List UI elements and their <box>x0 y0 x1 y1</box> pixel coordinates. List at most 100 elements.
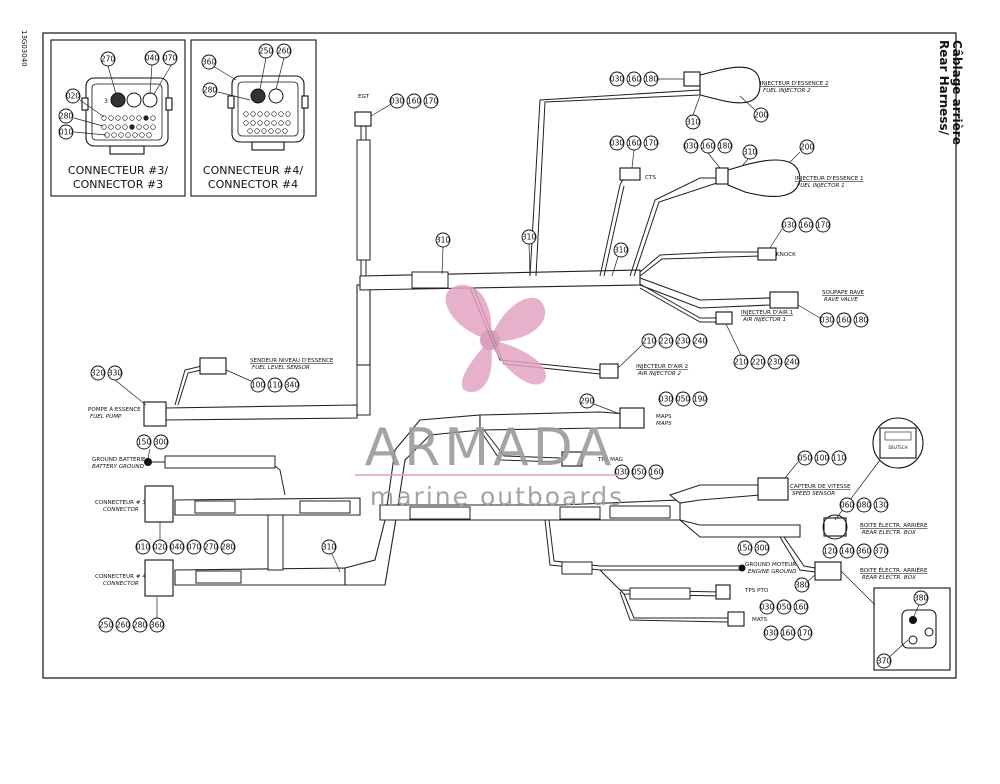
svg-text:160: 160 <box>627 75 642 84</box>
harness-trunks <box>150 89 816 623</box>
svg-text:290: 290 <box>580 397 595 406</box>
connector4-inset: 360 250 260 280 CONNECTEUR #4/ CONNECTOR… <box>190 39 317 197</box>
callout-bubble: 270 <box>100 51 116 67</box>
svg-text:310: 310 <box>322 543 337 552</box>
fuel-pump-en: FUEL PUMP <box>90 414 122 420</box>
svg-text:160: 160 <box>407 97 422 106</box>
battery-ground-en: BATTERY GROUND <box>92 464 145 470</box>
rear-ecu-1-fr: BOITE ÉLECTR. ARRIÈRE <box>860 521 928 529</box>
svg-text:140: 140 <box>840 547 855 556</box>
ref-bubble: 380 <box>794 577 810 593</box>
svg-text:100: 100 <box>815 454 830 463</box>
connector3-inset: 3 270 040 070 020 280 010 CONNECTEUR #3/… <box>50 39 186 197</box>
svg-text:160: 160 <box>794 603 809 612</box>
engine-ground-en: ENGINE GROUND <box>748 569 797 575</box>
fuel-injector-1-callout: 030 <box>683 138 699 154</box>
watermark-tagline: marine outboards <box>370 482 624 511</box>
svg-text:160: 160 <box>781 629 796 638</box>
mats-label: MATS <box>752 617 768 623</box>
svg-text:250: 250 <box>99 621 114 630</box>
svg-text:190: 190 <box>693 395 708 404</box>
svg-text:380: 380 <box>795 581 810 590</box>
svg-text:050: 050 <box>798 454 813 463</box>
speed-sensor-callout: 110 <box>831 450 847 466</box>
connector3-main-callout: 280 <box>220 539 236 555</box>
title-line2: Câblage arrière <box>950 40 964 145</box>
svg-text:360: 360 <box>150 621 165 630</box>
svg-text:030: 030 <box>615 468 630 477</box>
svg-text:150: 150 <box>738 544 753 553</box>
map-callout: 190 <box>692 391 708 407</box>
fuel-injector-1-fr: INJECTEUR D'ESSENCE 1 <box>795 176 864 182</box>
air-injector-1-fr: INJECTEUR D'AIR 1 <box>741 310 794 316</box>
fuel-level-callout: 110 <box>267 377 283 393</box>
connector3-main-callout: 270 <box>203 539 219 555</box>
harness-ref-bubble: 310 <box>521 229 537 245</box>
air-injector-1-callout: 240 <box>784 354 800 370</box>
deutsch-label: DEUTSCH <box>888 445 907 450</box>
svg-text:380: 380 <box>914 594 929 603</box>
svg-text:310: 310 <box>686 118 701 127</box>
svg-text:010: 010 <box>136 543 151 552</box>
speed-sensor-callout: 050 <box>797 450 813 466</box>
rear-ecu-2-fr: BOITE ÉLECTR. ARRIÈRE <box>860 566 928 574</box>
air-injector-2-callout: 230 <box>675 333 691 349</box>
fuel-injector-1-callout: 180 <box>717 138 733 154</box>
battery-ground-callout: 300 <box>153 434 169 450</box>
callout-bubble: 280 <box>58 108 74 124</box>
air-injector-2-callout: 240 <box>692 333 708 349</box>
svg-text:030: 030 <box>782 221 797 230</box>
callout-bubble: 380 <box>913 590 929 606</box>
connector4-main-en: CONNECTOR <box>103 581 139 587</box>
fuel-injector-1-en: FUEL INJECTOR 1 <box>797 183 845 189</box>
svg-text:030: 030 <box>764 629 779 638</box>
svg-text:260: 260 <box>277 47 292 56</box>
speed-sensor-fr: CAPTEUR DE VITESSE <box>790 484 851 490</box>
connector3-main-fr: CONNECTEUR # 3 <box>95 500 146 506</box>
svg-text:030: 030 <box>820 316 835 325</box>
svg-text:260: 260 <box>116 621 131 630</box>
tps-mag-callout: 050 <box>631 464 647 480</box>
svg-text:170: 170 <box>424 97 439 106</box>
svg-text:040: 040 <box>170 543 185 552</box>
svg-text:080: 080 <box>857 501 872 510</box>
callout-bubble: 370 <box>876 653 892 669</box>
fuel-injector-2-en: FUEL INJECTOR 2 <box>763 88 811 94</box>
rear-ecu-1-callout: 130 <box>873 497 889 513</box>
svg-text:030: 030 <box>684 142 699 151</box>
connector4-main-callout: 360 <box>149 617 165 633</box>
ref-bubble: 200 <box>753 107 769 123</box>
svg-text:180: 180 <box>644 75 659 84</box>
inset3-pin-label: 3 <box>104 98 108 105</box>
connector4-main-callout: 260 <box>115 617 131 633</box>
svg-text:340: 340 <box>285 381 300 390</box>
tps-pto-callout: 160 <box>793 599 809 615</box>
diagram-frame <box>42 32 957 679</box>
svg-text:370: 370 <box>874 547 889 556</box>
callout-bubble: 250 <box>258 43 274 59</box>
battery-ground-callout: 150 <box>136 434 152 450</box>
svg-text:100: 100 <box>251 381 266 390</box>
svg-text:050: 050 <box>676 395 691 404</box>
speed-sensor-callout: 100 <box>814 450 830 466</box>
svg-text:160: 160 <box>837 316 852 325</box>
harness-ref-bubble: 310 <box>321 539 337 555</box>
air-injector-2-callout: 220 <box>658 333 674 349</box>
mats-callout: 030 <box>763 625 779 641</box>
svg-text:210: 210 <box>734 358 749 367</box>
svg-text:220: 220 <box>751 358 766 367</box>
svg-text:270: 270 <box>101 55 116 64</box>
rave-valve-en: RAVE VALVE <box>824 297 858 303</box>
tps-mag-callout: 160 <box>648 464 664 480</box>
svg-text:040: 040 <box>145 54 160 63</box>
svg-text:170: 170 <box>816 221 831 230</box>
connector3-main-en: CONNECTOR <box>103 507 139 513</box>
egt-callout: 030 <box>389 93 405 109</box>
egt-callout: 160 <box>406 93 422 109</box>
svg-text:030: 030 <box>659 395 674 404</box>
speed-sensor-en: SPEED SENSOR <box>792 491 835 497</box>
connector4-main-fr: CONNECTEUR # 4 <box>95 574 146 580</box>
svg-text:160: 160 <box>627 139 642 148</box>
air-injector-1-callout: 230 <box>767 354 783 370</box>
